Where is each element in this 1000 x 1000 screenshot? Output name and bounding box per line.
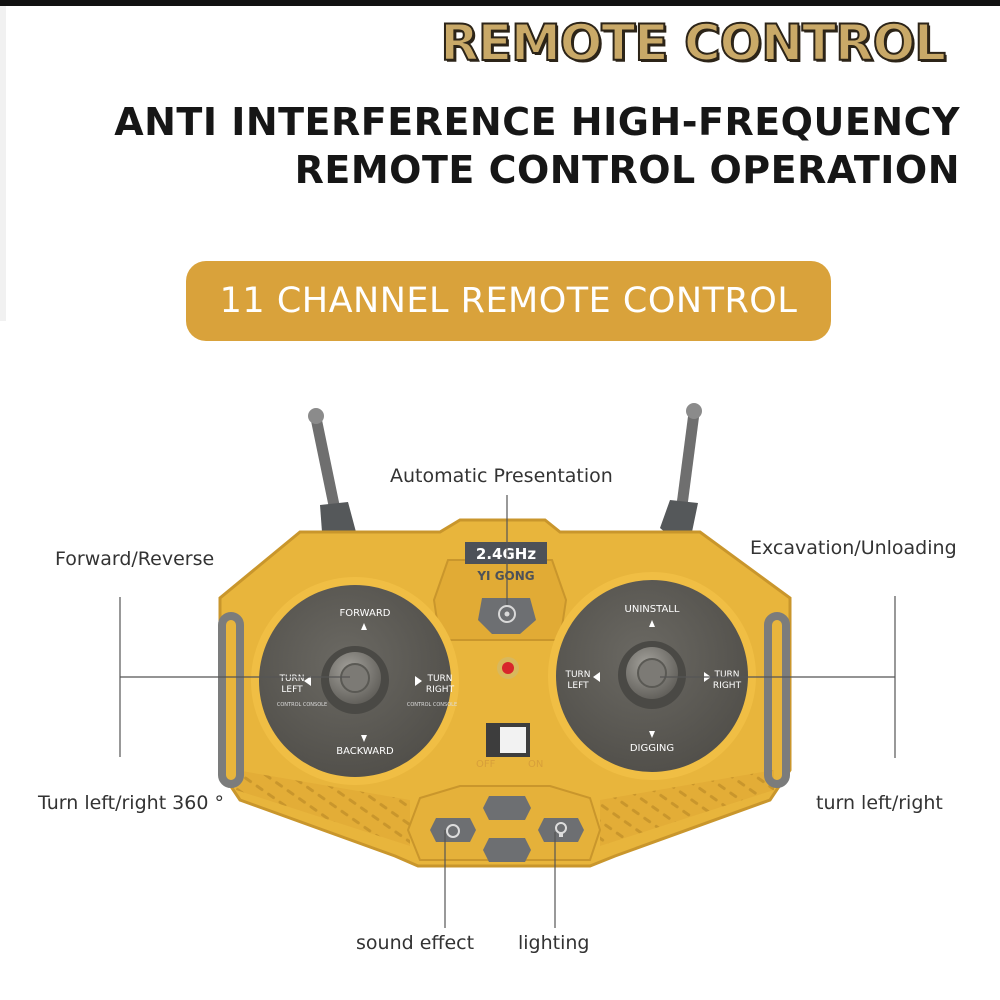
right-grip <box>764 612 790 788</box>
right-antenna <box>660 403 702 538</box>
turn-360-label: Turn left/right 360 ° <box>38 792 224 814</box>
subtitle: ANTI INTERFERENCE HIGH-FREQUENCY REMOTE … <box>114 98 960 194</box>
switch-on-label: ON <box>528 759 543 770</box>
right-panel-turn-right-1: TURN <box>713 670 739 680</box>
callout-lines <box>119 495 896 928</box>
page-title: REMOTE CONTROL <box>439 13 947 73</box>
left-grip <box>218 612 244 788</box>
right-panel-turn-right-2: RIGHT <box>713 681 742 691</box>
backward-label: BACKWARD <box>336 746 394 757</box>
left-turn-label-1: TURN <box>278 674 304 684</box>
console-label-right: CONTROL CONSOLE <box>407 702 457 708</box>
subtitle-line-1: ANTI INTERFERENCE HIGH-FREQUENCY <box>114 100 960 144</box>
automatic-presentation-button[interactable] <box>478 598 536 634</box>
turn-left-right-label: turn left/right <box>816 792 943 814</box>
frequency-badge <box>465 542 547 564</box>
right-turn-label-1: TURN <box>426 674 452 684</box>
left-joystick[interactable] <box>321 646 389 714</box>
frequency-label: 2.4GHz <box>476 545 536 563</box>
right-turn-label-2: RIGHT <box>426 685 455 695</box>
subtitle-line-2: REMOTE CONTROL OPERATION <box>294 148 960 192</box>
sound-effect-button[interactable] <box>430 818 476 842</box>
right-joystick[interactable] <box>618 641 686 709</box>
sound-icon <box>446 824 460 838</box>
forward-reverse-label: Forward/Reverse <box>55 548 215 570</box>
switch-off-label: OFF <box>476 759 496 770</box>
right-panel-turn-left-1: TURN <box>564 670 590 680</box>
left-antenna <box>308 408 356 540</box>
channel-banner: 11 CHANNEL REMOTE CONTROL <box>186 261 831 341</box>
forward-label: FORWARD <box>340 608 391 619</box>
automatic-presentation-label: Automatic Presentation <box>390 465 613 487</box>
left-turn-label-2: LEFT <box>281 685 303 695</box>
bottom-button[interactable] <box>483 838 531 862</box>
right-panel-turn-left-2: LEFT <box>567 681 589 691</box>
uninstall-label: UNINSTALL <box>625 604 680 615</box>
sound-effect-label: sound effect <box>356 932 475 954</box>
lighting-button[interactable] <box>538 818 584 842</box>
top-border <box>0 0 1000 6</box>
excavation-unloading-label: Excavation/Unloading <box>750 537 957 559</box>
console-label-left: CONTROL CONSOLE <box>277 702 327 708</box>
power-switch[interactable] <box>486 723 530 757</box>
power-led <box>502 662 514 674</box>
digging-label: DIGGING <box>630 743 674 754</box>
top-button[interactable] <box>483 796 531 820</box>
lighting-label: lighting <box>518 932 590 954</box>
side-border <box>0 6 6 321</box>
brand-label: YI GONG <box>476 569 534 583</box>
